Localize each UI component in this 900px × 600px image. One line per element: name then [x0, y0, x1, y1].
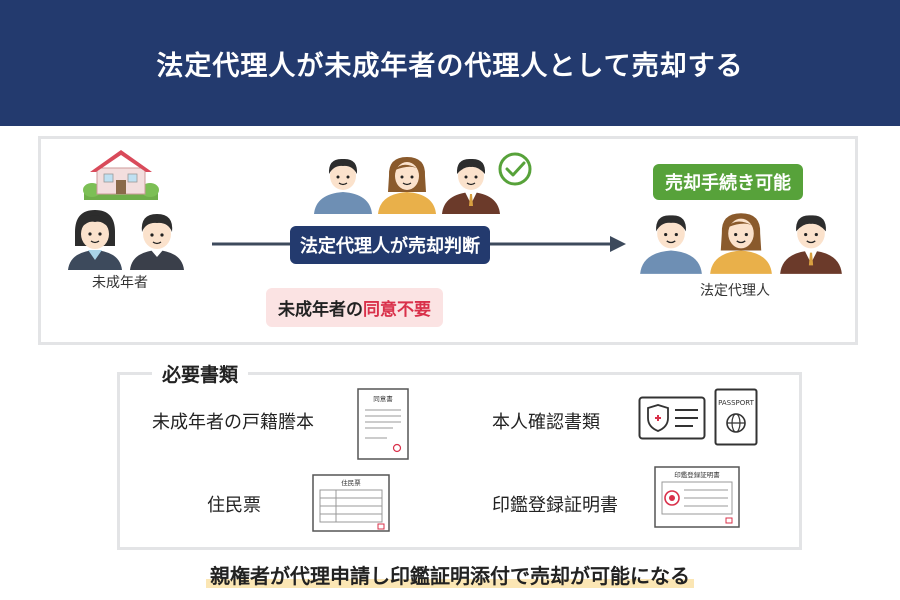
passport-text: PASSPORT: [718, 399, 755, 407]
footer-note: 親権者が代理申請し印鑑証明添付で売却が可能になる: [0, 560, 900, 589]
doc-label-seal-certificate: 印鑑登録証明書: [492, 495, 618, 516]
documents-title: 必要書類: [152, 360, 249, 387]
consent-accent: 同意不要: [363, 300, 431, 320]
id-card-icon: [638, 396, 706, 440]
page-title: 法定代理人が未成年者の代理人として売却する: [156, 50, 744, 82]
house-icon: [83, 150, 159, 200]
judgment-label: 法定代理人が売却判断: [300, 236, 480, 257]
doc-text: 住民票: [341, 478, 361, 487]
child-girl-icon: [68, 210, 122, 270]
person-icon: [640, 215, 702, 274]
person-icon: [442, 158, 500, 214]
passport-icon: PASSPORT: [714, 388, 758, 446]
check-circle-icon: [498, 152, 532, 186]
person-icon: [378, 157, 436, 214]
doc-text: 同意書: [373, 394, 393, 403]
doc-label-id-documents: 本人確認書類: [492, 412, 600, 433]
person-icon: [780, 215, 842, 274]
person-icon: [710, 213, 772, 274]
doc-label-family-register: 未成年者の戸籍謄本: [152, 412, 314, 433]
doc-label-resident-record: 住民票: [207, 495, 261, 516]
person-icon: [314, 158, 372, 214]
footer-text: 親権者が代理申請し印鑑証明添付で売却が可能になる: [206, 564, 694, 588]
consent-pill: 未成年者の同意不要: [266, 288, 443, 327]
procedure-pill: 売却手続き可能: [653, 164, 803, 200]
document-icon: 同意書: [357, 388, 409, 460]
doc-text: 印鑑登録証明書: [674, 470, 720, 479]
minor-label: 未成年者: [92, 275, 148, 291]
representative-label: 法定代理人: [700, 283, 770, 299]
child-boy-icon: [130, 214, 184, 270]
header-banner: 法定代理人が未成年者の代理人として売却する: [0, 0, 900, 126]
document-icon: 住民票: [312, 474, 390, 532]
judgment-pill: 法定代理人が売却判断: [290, 226, 490, 264]
procedure-label: 売却手続き可能: [665, 173, 791, 194]
consent-prefix: 未成年者の: [278, 300, 363, 320]
document-icon: 印鑑登録証明書: [654, 466, 740, 528]
